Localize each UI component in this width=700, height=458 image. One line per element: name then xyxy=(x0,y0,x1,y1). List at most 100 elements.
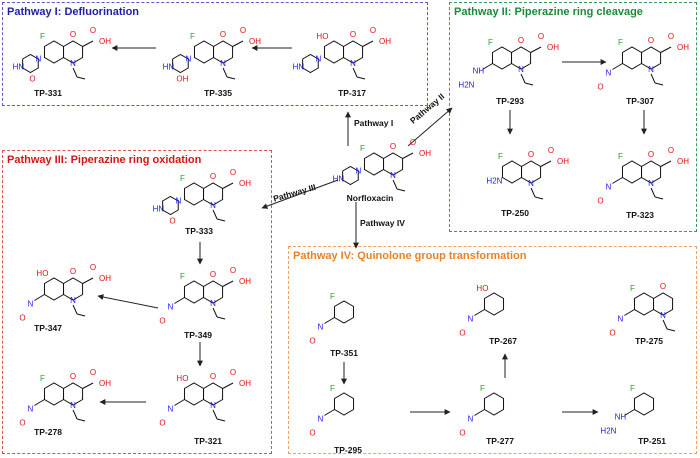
molecule-tp295: FNO xyxy=(309,384,355,438)
keto-oxygen: O xyxy=(660,282,666,291)
keto-oxygen: O xyxy=(648,150,654,159)
keto-oxygen: O xyxy=(70,267,76,276)
piperazine-nitrogen: N xyxy=(356,167,362,176)
ring-bond xyxy=(162,195,179,216)
label-tp250: TP-250 xyxy=(501,208,529,218)
acid-oxygen: O xyxy=(230,368,236,377)
oxo-oxygen: O xyxy=(29,75,35,84)
ring-nitrogen: N xyxy=(390,171,396,180)
acid-bond xyxy=(222,182,234,189)
ethyl-bond xyxy=(534,196,544,200)
acid-bond xyxy=(660,160,672,167)
fluorine-atom: F xyxy=(488,38,493,47)
piperazine-nh: HN xyxy=(293,63,305,72)
acid-bond xyxy=(540,160,552,167)
fluorine-atom: F xyxy=(40,374,45,383)
acid-oxygen: O xyxy=(370,26,376,35)
chain-nitrogen: N xyxy=(468,315,474,324)
arrow-tp349-to-tp347 xyxy=(97,294,159,309)
chain-nitrogen: N xyxy=(318,415,324,424)
fluorine-atom: F xyxy=(40,32,45,41)
chain-oxygen: O xyxy=(19,419,25,428)
ethyl-bond xyxy=(72,67,78,78)
label-tp331: TP-331 xyxy=(34,88,62,98)
label-tp275: TP-275 xyxy=(635,336,663,346)
chain-oxygen: O xyxy=(597,197,603,206)
ring-bond xyxy=(521,160,542,184)
chain-nitrogen: N xyxy=(28,300,34,309)
arrow-norfloxacin-to-pathway-iii xyxy=(261,179,339,209)
chain-nitrogen: N xyxy=(606,69,612,78)
ethyl-bond xyxy=(530,187,536,198)
chain-bond xyxy=(324,409,335,416)
acid-oxygen: O xyxy=(90,26,96,35)
ring-bond xyxy=(483,292,505,316)
chain-bond xyxy=(624,409,635,416)
ethyl-bond xyxy=(216,316,226,320)
ring-bond xyxy=(63,382,84,406)
ring-bond xyxy=(22,53,39,74)
ring-nitrogen: N xyxy=(350,59,356,68)
chain-amine: H2N xyxy=(458,81,474,90)
acid-hydroxyl: OH xyxy=(99,274,111,283)
ring-bond xyxy=(342,165,359,186)
chain-oxygen: O xyxy=(19,314,25,323)
hydroxy-group: HO xyxy=(176,374,188,383)
acid-oxygen: O xyxy=(548,146,554,155)
pathway-iv-panel: Pathway IV: Quinolone group transformati… xyxy=(288,246,697,454)
acid-hydroxyl: OH xyxy=(379,37,391,46)
label-tp333: TP-333 xyxy=(185,226,213,236)
ethyl-bond xyxy=(76,418,86,422)
fluorine-atom: F xyxy=(180,272,185,281)
piperazine-nh: HN xyxy=(163,63,175,72)
chain-oxygen: O xyxy=(459,429,465,438)
chain-nitrogen: N xyxy=(606,183,612,192)
ring-nitrogen: N xyxy=(648,65,654,74)
chain-nitrogen: N xyxy=(618,315,624,324)
chain-oxygen: O xyxy=(159,317,165,326)
ethyl-bond xyxy=(72,304,78,315)
chain-bond xyxy=(34,294,45,301)
ring-nitrogen: N xyxy=(70,296,76,305)
keto-oxygen: O xyxy=(350,30,356,39)
label-tp295: TP-295 xyxy=(334,445,362,455)
chain-bond xyxy=(34,399,45,406)
ring-bond xyxy=(483,392,505,416)
ring-nitrogen: N xyxy=(210,299,216,308)
ethyl-bond xyxy=(76,76,86,80)
label-tp317: TP-317 xyxy=(338,88,366,98)
pathway-iv-title: Pathway IV: Quinolone group transformati… xyxy=(293,250,527,262)
chain-bond xyxy=(612,177,623,184)
chain-amine: H2N xyxy=(600,427,616,436)
ring-nitrogen: N xyxy=(70,401,76,410)
ethyl-bond xyxy=(392,179,398,190)
ethyl-bond xyxy=(76,313,86,317)
ring-bond xyxy=(511,46,532,70)
acid-oxygen: O xyxy=(668,32,674,41)
hydroxy-oxygen: OH xyxy=(176,75,188,84)
chain-nitrogen: N xyxy=(28,405,34,414)
chain-bond xyxy=(482,63,493,70)
label-tp293: TP-293 xyxy=(496,96,524,106)
pathway-i-label: Pathway I xyxy=(354,118,394,128)
ethyl-bond xyxy=(216,218,226,222)
acid-hydroxyl: OH xyxy=(677,43,689,52)
pathway-ii-title: Pathway II: Piperazine ring cleavage xyxy=(454,6,643,18)
keto-oxygen: O xyxy=(518,36,524,45)
chain-bond xyxy=(474,309,485,316)
ethyl-bond xyxy=(396,188,406,192)
ethyl-bond xyxy=(212,307,218,318)
arrow-norfloxacin-to-pathway-ii xyxy=(407,107,453,147)
keto-oxygen: O xyxy=(220,30,226,39)
ethyl-bond xyxy=(524,82,534,86)
ethyl-bond xyxy=(216,418,226,422)
acid-hydroxyl: OH xyxy=(239,277,251,286)
chain-bond xyxy=(612,63,623,70)
chain-oxygen: O xyxy=(309,337,315,346)
label-tp335: TP-335 xyxy=(204,88,232,98)
chain-bond xyxy=(324,317,335,324)
